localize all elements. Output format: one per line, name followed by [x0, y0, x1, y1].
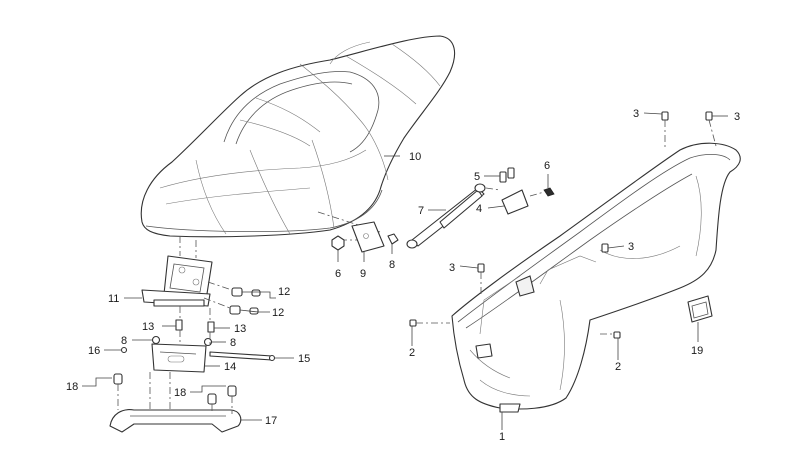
callout-2-left: 2 — [409, 347, 415, 359]
callout-10: 10 — [409, 151, 421, 163]
callout-3-left: 3 — [449, 262, 455, 274]
callout-11: 11 — [108, 293, 119, 305]
leader-lines — [82, 112, 728, 430]
callout-13-left: 13 — [142, 321, 154, 333]
callout-13-right: 13 — [234, 323, 246, 335]
bolt-12-b — [229, 305, 259, 315]
seat — [140, 35, 456, 238]
callout-3-top-right: 3 — [734, 111, 740, 123]
callout-labels: 10 6 9 8 7 5 4 6 3 3 3 3 11 12 12 13 13 … — [66, 108, 740, 443]
callout-5: 5 — [474, 171, 480, 183]
callout-17: 17 — [265, 415, 277, 427]
callout-18-right: 18 — [174, 387, 186, 399]
callout-12-bottom: 12 — [272, 307, 284, 319]
callout-3-inner: 3 — [628, 241, 634, 253]
callout-3-top-left: 3 — [633, 108, 639, 120]
callout-8-right: 8 — [230, 337, 236, 349]
callout-18-left: 18 — [66, 381, 78, 393]
bolt-12-a — [231, 287, 261, 297]
seat-hinge-assembly — [317, 167, 555, 253]
callout-6-right: 6 — [544, 160, 550, 172]
callout-15: 15 — [298, 353, 310, 365]
callout-1: 1 — [499, 431, 505, 443]
callout-14: 14 — [224, 361, 236, 373]
callout-8-hinge: 8 — [389, 259, 395, 271]
callout-8-left: 8 — [121, 335, 127, 347]
callout-19: 19 — [691, 345, 703, 357]
callout-2-right: 2 — [615, 361, 621, 373]
seat-bracket-assembly — [109, 236, 276, 433]
storage-box — [409, 111, 741, 413]
callout-6-left: 6 — [335, 268, 341, 280]
callout-9: 9 — [360, 268, 366, 280]
callout-4: 4 — [476, 203, 482, 215]
callout-16: 16 — [88, 345, 100, 357]
callout-12-top: 12 — [278, 286, 290, 298]
callout-7: 7 — [418, 205, 424, 217]
